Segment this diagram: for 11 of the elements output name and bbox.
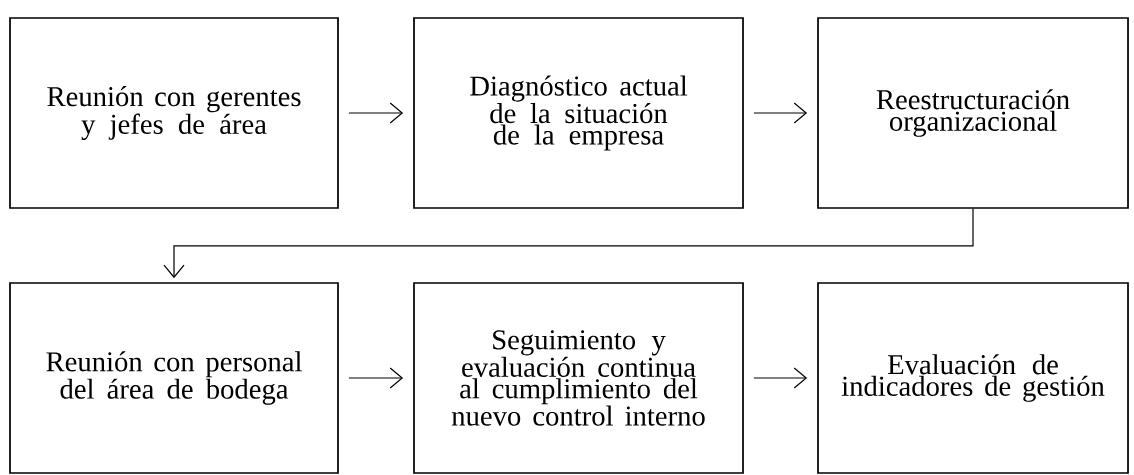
process-box: Reunión con gerentes y jefes de área	[9, 17, 339, 209]
arrow	[348, 102, 404, 124]
arrow	[753, 367, 808, 389]
arrow	[753, 102, 808, 124]
arrow	[348, 367, 404, 389]
process-box: Diagnóstico actual de la situación de la empresa	[413, 17, 744, 209]
process-box: Reestructuración organizacional	[817, 17, 1129, 209]
process-box: Seguimiento y evaluación continua al cumplimiento del nuevo control interno	[413, 282, 744, 474]
arrow	[163, 208, 974, 279]
process-box: Evaluación de indicadores de gestión	[817, 282, 1129, 474]
process-box: Reunión con personal del área de bodega	[9, 282, 339, 474]
